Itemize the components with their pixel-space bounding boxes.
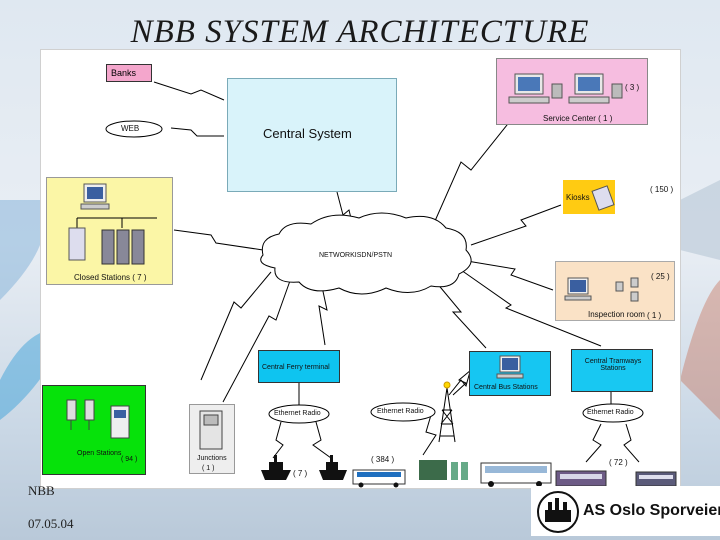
architecture-diagram: Banks WEB Central System Service Center … bbox=[40, 49, 681, 489]
junction-terminal-icon bbox=[199, 410, 223, 450]
tram-label: Central Tramways Stations bbox=[584, 358, 642, 372]
central-bus-stations-node: Central Bus Stations bbox=[469, 351, 551, 396]
computer-icon-3 bbox=[496, 355, 524, 379]
open-count: ( 94 ) bbox=[121, 456, 138, 463]
trams-count: ( 72 ) bbox=[609, 458, 628, 467]
service-count: ( 3 ) bbox=[625, 83, 640, 92]
inspection-room-label: Inspection room bbox=[588, 310, 645, 319]
inspection-count-top: ( 25 ) bbox=[651, 272, 670, 281]
kiosks-count: ( 150 ) bbox=[650, 185, 674, 194]
central-system-label: Central System bbox=[263, 126, 352, 141]
ethernet-radio-3: Ethernet Radio bbox=[587, 409, 634, 416]
radio-tower-icon bbox=[438, 381, 456, 443]
bus-icon-2 bbox=[480, 462, 552, 487]
ethernet-radio-1: Ethernet Radio bbox=[274, 410, 321, 417]
bus-label: Central Bus Stations bbox=[474, 384, 538, 391]
inspection-count-bottom: ( 1 ) bbox=[647, 311, 662, 320]
closed-stations-node: Closed Stations ( 7 ) bbox=[46, 177, 173, 285]
network-label: NETWORKISDN/PSTN bbox=[319, 252, 393, 259]
kiosks-label: Kiosks bbox=[566, 193, 590, 202]
footer-date: 07.05.04 bbox=[28, 516, 74, 531]
ships-count: ( 7 ) bbox=[293, 469, 308, 478]
service-center-label: Service Center ( 1 ) bbox=[543, 114, 613, 123]
network-cloud bbox=[260, 212, 472, 295]
computer-icon-2 bbox=[564, 277, 639, 302]
junctions-node: Junctions ( 1 ) bbox=[189, 404, 235, 474]
central-ferry-terminal-node: Central Ferry terminal bbox=[258, 350, 340, 383]
junctions-count: ( 1 ) bbox=[202, 465, 215, 472]
computer-icon bbox=[508, 73, 623, 104]
open-stations-label: Open Stations bbox=[77, 450, 122, 457]
inspection-room-node: Inspection room bbox=[555, 261, 675, 321]
central-system-node: Central System bbox=[227, 78, 397, 192]
banks-node: Banks bbox=[106, 64, 152, 82]
junctions-label: Junctions bbox=[197, 455, 227, 462]
service-center-node: Service Center ( 1 ) bbox=[496, 58, 648, 125]
ship-icon-2 bbox=[319, 455, 347, 480]
closed-stations-label: Closed Stations ( 7 ) bbox=[74, 273, 147, 282]
validator-icons bbox=[419, 460, 468, 480]
tram-icon bbox=[555, 470, 677, 487]
gate-icon bbox=[68, 183, 157, 265]
connection-lines bbox=[105, 81, 677, 488]
open-stations-node: Open Stations ( 94 ) bbox=[42, 385, 146, 475]
central-tramways-node: Central Tramways Stations bbox=[571, 349, 653, 392]
logo-text: AS Oslo Sporveier bbox=[583, 502, 720, 519]
ferry-label: Central Ferry terminal bbox=[262, 364, 330, 371]
ticket-machine-icon bbox=[66, 399, 130, 439]
ethernet-radio-2: Ethernet Radio bbox=[377, 408, 424, 415]
company-logo: AS Oslo Sporveier bbox=[531, 486, 720, 536]
web-label: WEB bbox=[121, 124, 140, 133]
kiosks-node: Kiosks bbox=[563, 180, 615, 214]
buses-count: ( 384 ) bbox=[371, 455, 395, 464]
page-title: NBB SYSTEM ARCHITECTURE bbox=[130, 14, 590, 50]
logo-emblem-icon bbox=[537, 491, 579, 533]
bus-icon bbox=[352, 469, 406, 488]
ship-icon bbox=[261, 455, 291, 480]
kiosk-terminal-icon bbox=[591, 185, 615, 211]
footer-nbb: NBB bbox=[28, 483, 55, 498]
